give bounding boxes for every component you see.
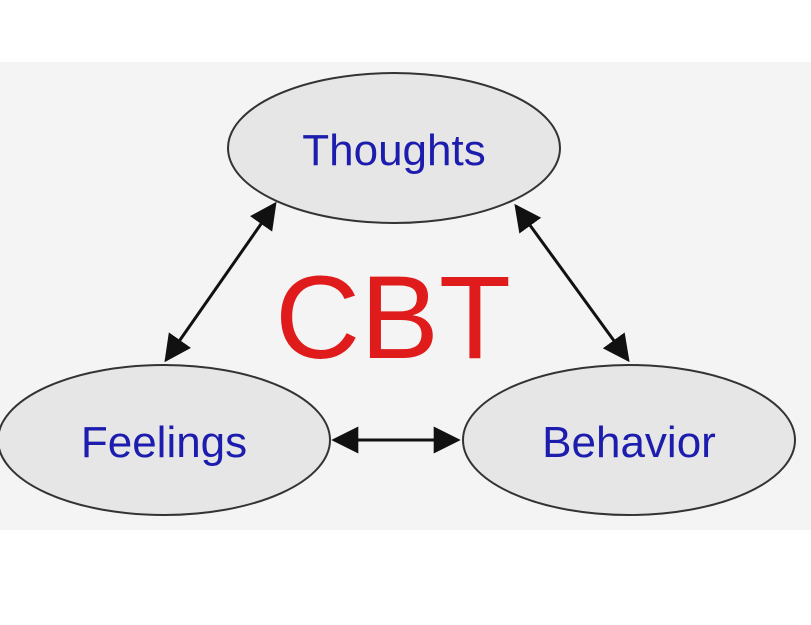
node-behavior-ellipse: [462, 364, 796, 516]
node-thoughts-ellipse: [227, 72, 561, 224]
node-feelings-ellipse: [0, 364, 331, 516]
node-feelings: Feelings: [0, 364, 331, 516]
node-behavior: Behavior: [462, 364, 796, 516]
node-behavior-label: Behavior: [542, 418, 716, 467]
node-thoughts-label: Thoughts: [302, 126, 485, 175]
arrow-thoughts-behavior: [514, 203, 630, 363]
center-label-cbt: CBT: [275, 252, 511, 384]
arrow-thoughts-feelings: [164, 201, 277, 363]
node-thoughts: Thoughts: [227, 72, 561, 224]
node-feelings-label: Feelings: [81, 418, 247, 467]
